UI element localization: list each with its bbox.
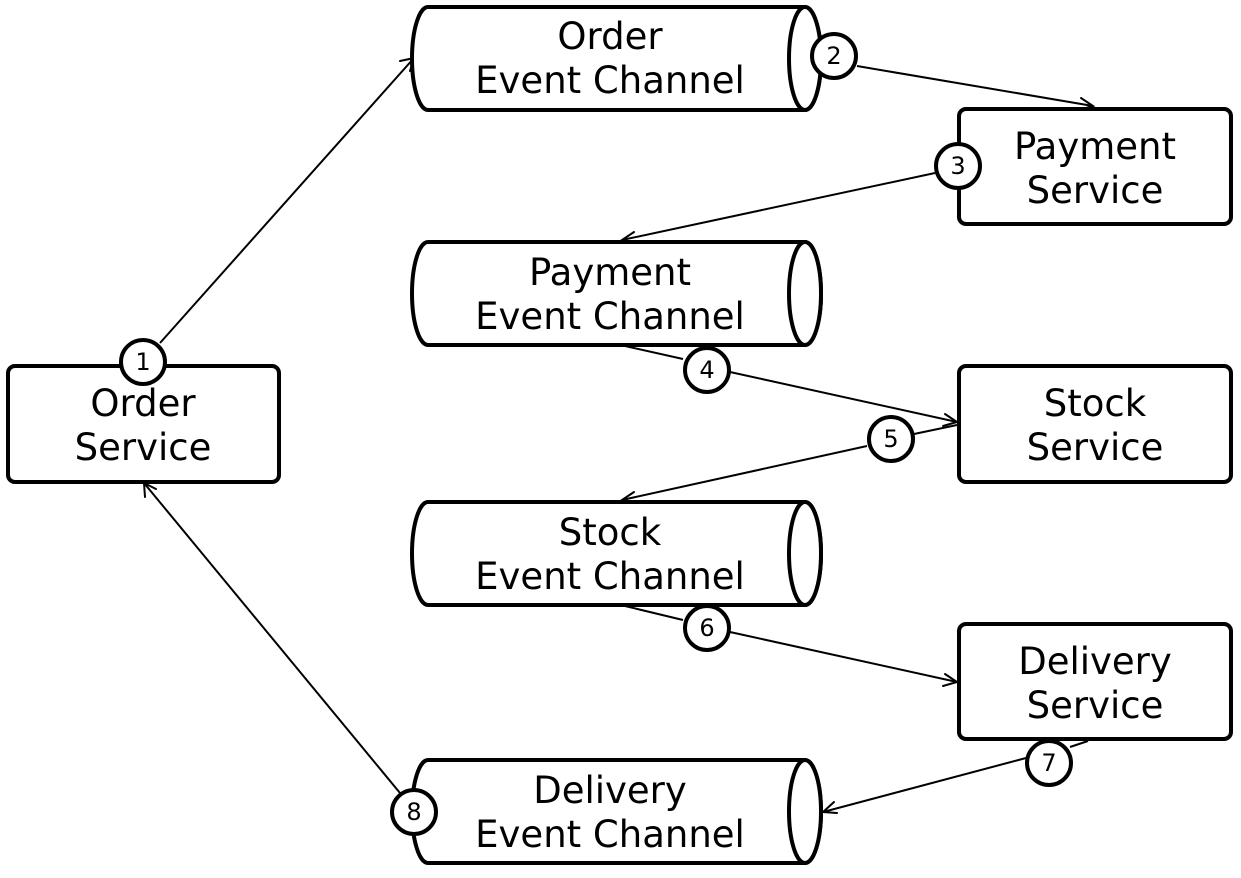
payment-service-box: Payment Service bbox=[957, 107, 1233, 226]
edge-delivery-service-to-delivery-channel bbox=[820, 740, 1089, 814]
edge-stock-channel-to-delivery-service bbox=[624, 605, 960, 687]
order-channel-label-line1: Order bbox=[557, 15, 663, 58]
delivery-service-label-line2: Service bbox=[1027, 684, 1164, 727]
step-badge-4: 4 bbox=[683, 346, 731, 394]
step-badge-8: 8 bbox=[390, 788, 438, 836]
step-badge-2: 2 bbox=[810, 32, 858, 80]
stock-channel-label-line1: Stock bbox=[559, 511, 662, 554]
payment-channel-label-line2: Event Channel bbox=[475, 295, 745, 338]
edges bbox=[142, 56, 1096, 814]
step-number-4: 4 bbox=[699, 356, 714, 384]
step-badge-7: 7 bbox=[1025, 739, 1073, 787]
step-badge-6: 6 bbox=[683, 604, 731, 652]
edge-order-channel-to-payment-service bbox=[856, 65, 1096, 111]
step-number-2: 2 bbox=[826, 42, 841, 70]
edge-order-service-to-order-channel bbox=[159, 56, 416, 344]
edge-payment-channel-to-stock-service bbox=[624, 345, 960, 427]
stock-service-label-line1: Stock bbox=[1044, 382, 1147, 425]
delivery-channel-label-line1: Delivery bbox=[533, 769, 687, 812]
delivery-event-channel: Delivery Event Channel bbox=[410, 758, 823, 865]
stock-service-label-line2: Service bbox=[1027, 426, 1164, 469]
payment-service-label-line2: Service bbox=[1027, 169, 1164, 212]
stock-service-box: Stock Service bbox=[957, 364, 1233, 484]
order-event-channel: Order Event Channel bbox=[410, 5, 823, 112]
payment-channel-label-line1: Payment bbox=[529, 251, 691, 294]
delivery-channel-label-line2: Event Channel bbox=[475, 813, 745, 856]
step-number-5: 5 bbox=[883, 425, 898, 453]
order-service-label-line1: Order bbox=[90, 382, 196, 425]
order-channel-label-line2: Event Channel bbox=[475, 59, 745, 102]
step-number-6: 6 bbox=[699, 614, 714, 642]
step-badge-5: 5 bbox=[867, 415, 915, 463]
stock-channel-label-line2: Event Channel bbox=[475, 555, 745, 598]
delivery-service-box: Delivery Service bbox=[957, 622, 1233, 741]
edge-payment-service-to-payment-channel bbox=[619, 172, 936, 245]
edge-delivery-channel-to-order-service bbox=[142, 481, 401, 794]
step-number-8: 8 bbox=[406, 798, 421, 826]
stock-event-channel: Stock Event Channel bbox=[410, 500, 823, 607]
step-number-3: 3 bbox=[950, 152, 965, 180]
step-badge-1: 1 bbox=[119, 338, 167, 386]
order-service-label-line2: Service bbox=[75, 426, 212, 469]
order-service-box: Order Service bbox=[6, 364, 281, 484]
step-badge-3: 3 bbox=[934, 142, 982, 190]
payment-service-label-line1: Payment bbox=[1014, 125, 1176, 168]
payment-event-channel: Payment Event Channel bbox=[410, 240, 823, 347]
step-number-7: 7 bbox=[1041, 749, 1056, 777]
step-number-1: 1 bbox=[135, 348, 150, 376]
delivery-service-label-line1: Delivery bbox=[1018, 640, 1172, 683]
